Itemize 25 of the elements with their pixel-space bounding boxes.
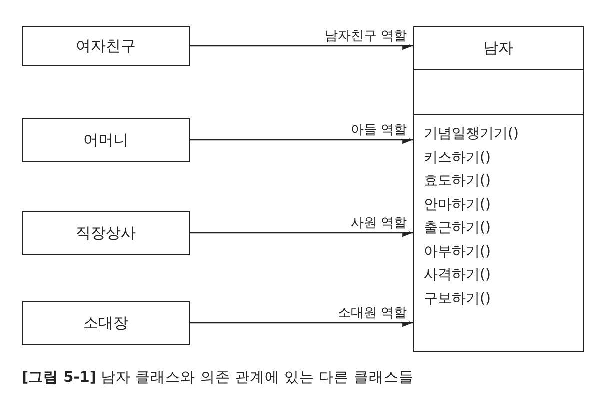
edge-label: 사원 역할 (348, 214, 409, 232)
method-name: 키스하기() (424, 148, 491, 168)
method-name: 기념일챙기기() (424, 125, 519, 144)
class-box (22, 211, 190, 255)
method-name: 효도하기() (424, 172, 491, 191)
class-box (413, 26, 584, 352)
class-box (22, 26, 190, 66)
class-name: 남자 (484, 38, 514, 58)
method-name: 아부하기() (424, 242, 491, 262)
arrow (190, 318, 413, 328)
class-box (22, 118, 190, 162)
method-name: 구보하기() (424, 290, 491, 308)
edge-label: 소대원 역할 (336, 304, 409, 322)
class-name: 어머니 (84, 130, 128, 150)
class-name: 소대장 (84, 314, 128, 332)
arrow (190, 42, 413, 50)
method-name: 안마하기() (424, 196, 491, 214)
arrow (190, 136, 413, 144)
arrow (190, 228, 413, 238)
class-box (22, 301, 190, 345)
figure-caption: [그림 5-1] 남자 클래스와 의존 관계에 있는 다른 클래스들 (22, 369, 414, 387)
class-name: 직장상사 (76, 224, 136, 242)
method-name: 출근하기() (424, 219, 491, 238)
class-name: 여자친구 (76, 36, 136, 56)
method-name: 사격하기() (424, 266, 491, 285)
